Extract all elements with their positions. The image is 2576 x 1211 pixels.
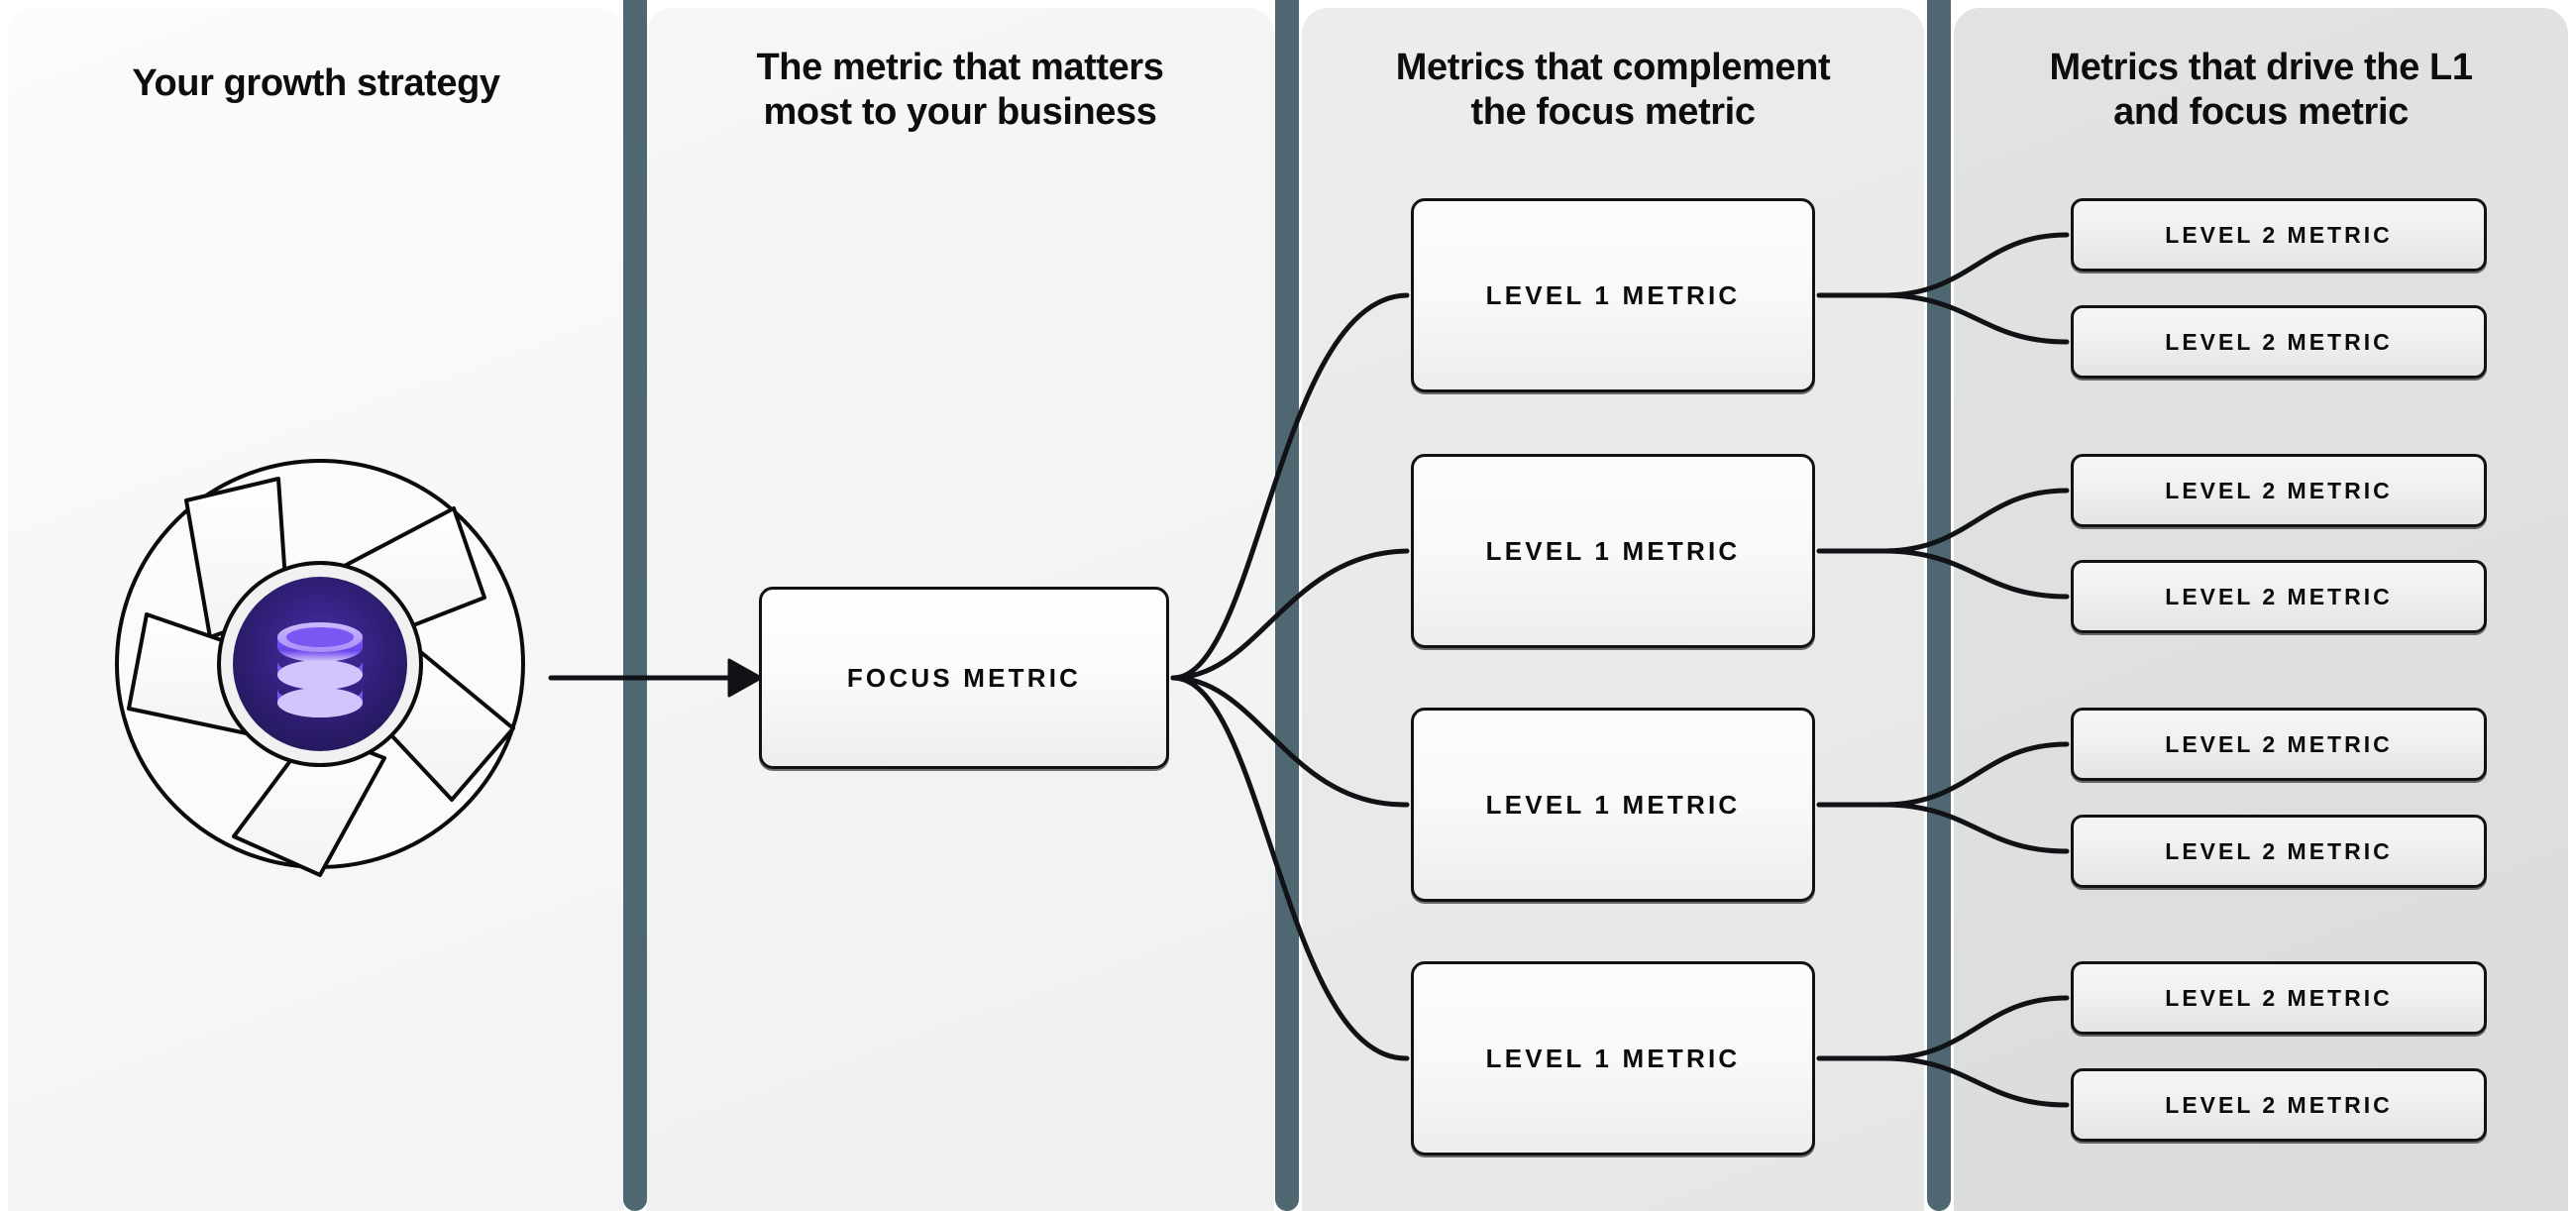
level-1-metric-box[interactable]: LEVEL 1 METRIC <box>1411 961 1815 1156</box>
level-2-metric-box[interactable]: LEVEL 2 METRIC <box>2071 708 2487 781</box>
level-1-metric-box[interactable]: LEVEL 1 METRIC <box>1411 708 1815 902</box>
level-2-metric-box[interactable]: LEVEL 2 METRIC <box>2071 198 2487 272</box>
level-2-metric-box[interactable]: LEVEL 2 METRIC <box>2071 454 2487 527</box>
level-2-metric-box[interactable]: LEVEL 2 METRIC <box>2071 815 2487 888</box>
level-2-metric-box[interactable]: LEVEL 2 METRIC <box>2071 560 2487 633</box>
column-separator-3 <box>1927 0 1951 1211</box>
level-2-metric-box[interactable]: LEVEL 2 METRIC <box>2071 961 2487 1035</box>
growth-strategy-aperture-icon <box>115 459 525 877</box>
database-stack-icon <box>277 622 363 717</box>
column-separator-1 <box>623 0 647 1211</box>
column-header-growth-strategy: Your growth strategy <box>132 62 500 104</box>
column-header-level-1: Metrics that complement the focus metric <box>1395 47 1831 133</box>
column-header-focus-metric: The metric that matters most to your bus… <box>756 47 1164 133</box>
level-1-metric-box[interactable]: LEVEL 1 METRIC <box>1411 454 1815 648</box>
level-2-metric-box[interactable]: LEVEL 2 METRIC <box>2071 305 2487 379</box>
focus-metric-box[interactable]: FOCUS METRIC <box>759 587 1169 769</box>
column-header-level-2: Metrics that drive the L1 and focus metr… <box>2049 47 2473 133</box>
column-separator-2 <box>1275 0 1299 1211</box>
level-1-metric-box[interactable]: LEVEL 1 METRIC <box>1411 198 1815 392</box>
level-2-metric-box[interactable]: LEVEL 2 METRIC <box>2071 1068 2487 1142</box>
